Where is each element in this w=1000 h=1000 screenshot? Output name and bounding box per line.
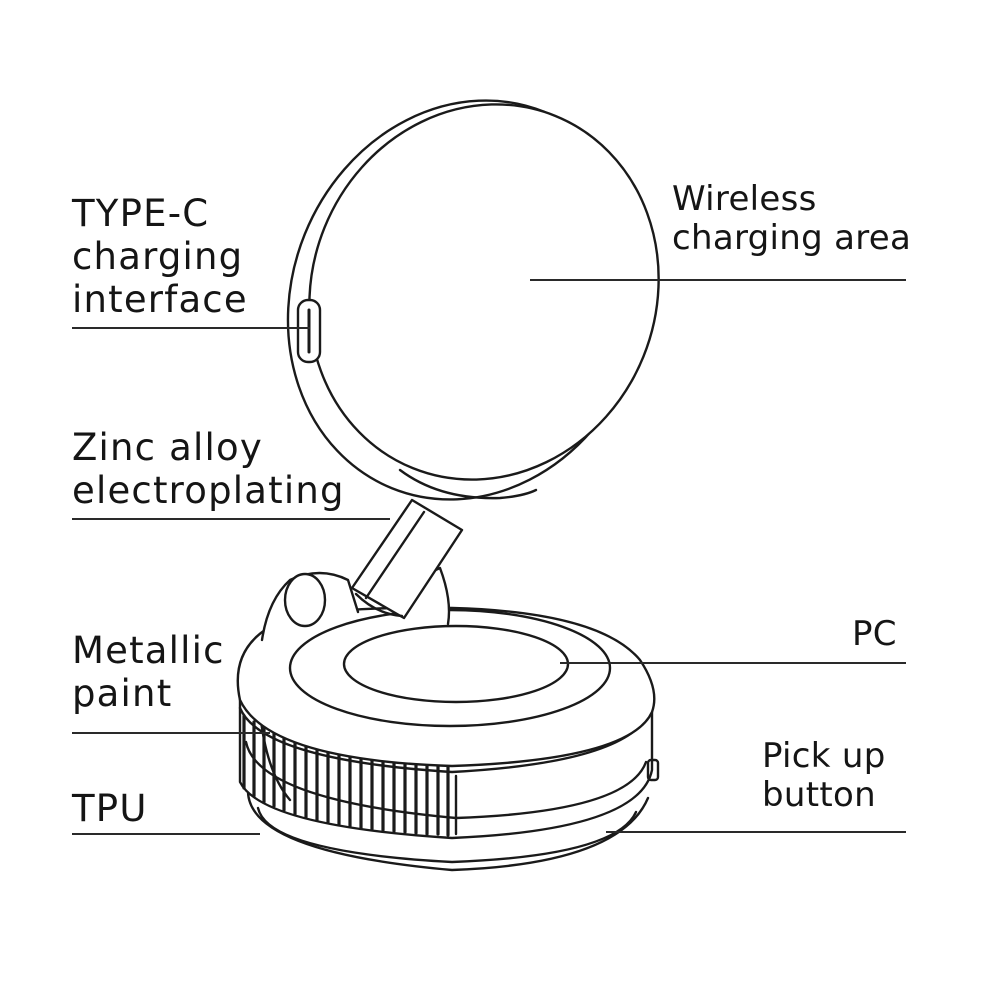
label-line: button	[762, 775, 876, 816]
label-line: Wireless	[672, 179, 817, 219]
leader-line-metallic	[72, 732, 270, 734]
ribbed-grip	[242, 714, 450, 837]
label-zinc-alloy: Zinc alloy electroplating	[72, 426, 345, 513]
label-type-c-interface: TYPE-C charging interface	[72, 192, 248, 322]
leader-line-pickup	[606, 831, 906, 833]
label-line: charging	[72, 234, 244, 278]
label-line: TYPE-C	[72, 192, 210, 235]
label-line: paint	[72, 671, 173, 715]
leader-line-zinc	[72, 518, 390, 520]
label-wireless-charging-area: Wireless charging area	[672, 179, 912, 259]
label-line: TPU	[72, 787, 148, 830]
leader-line-pc	[560, 662, 906, 664]
label-line: PC	[852, 614, 897, 654]
label-pick-up-button: Pick up button	[762, 736, 886, 816]
label-line: Zinc alloy	[72, 426, 263, 469]
leader-line-tpu	[72, 833, 260, 835]
hinge-bracket	[260, 566, 451, 642]
leader-line-type-c	[72, 327, 310, 329]
label-line: Pick up	[762, 736, 886, 776]
label-line: interface	[72, 277, 248, 321]
label-line: charging area	[672, 218, 912, 259]
label-pc: PC	[852, 614, 897, 654]
label-line: Metallic	[72, 629, 225, 672]
leader-line-wireless	[530, 279, 906, 281]
label-tpu: TPU	[72, 787, 148, 831]
label-line: electroplating	[72, 468, 345, 512]
wireless-charger-disc	[286, 99, 660, 501]
pc-top-cover	[236, 606, 656, 768]
label-metallic-paint: Metallic paint	[72, 629, 225, 716]
